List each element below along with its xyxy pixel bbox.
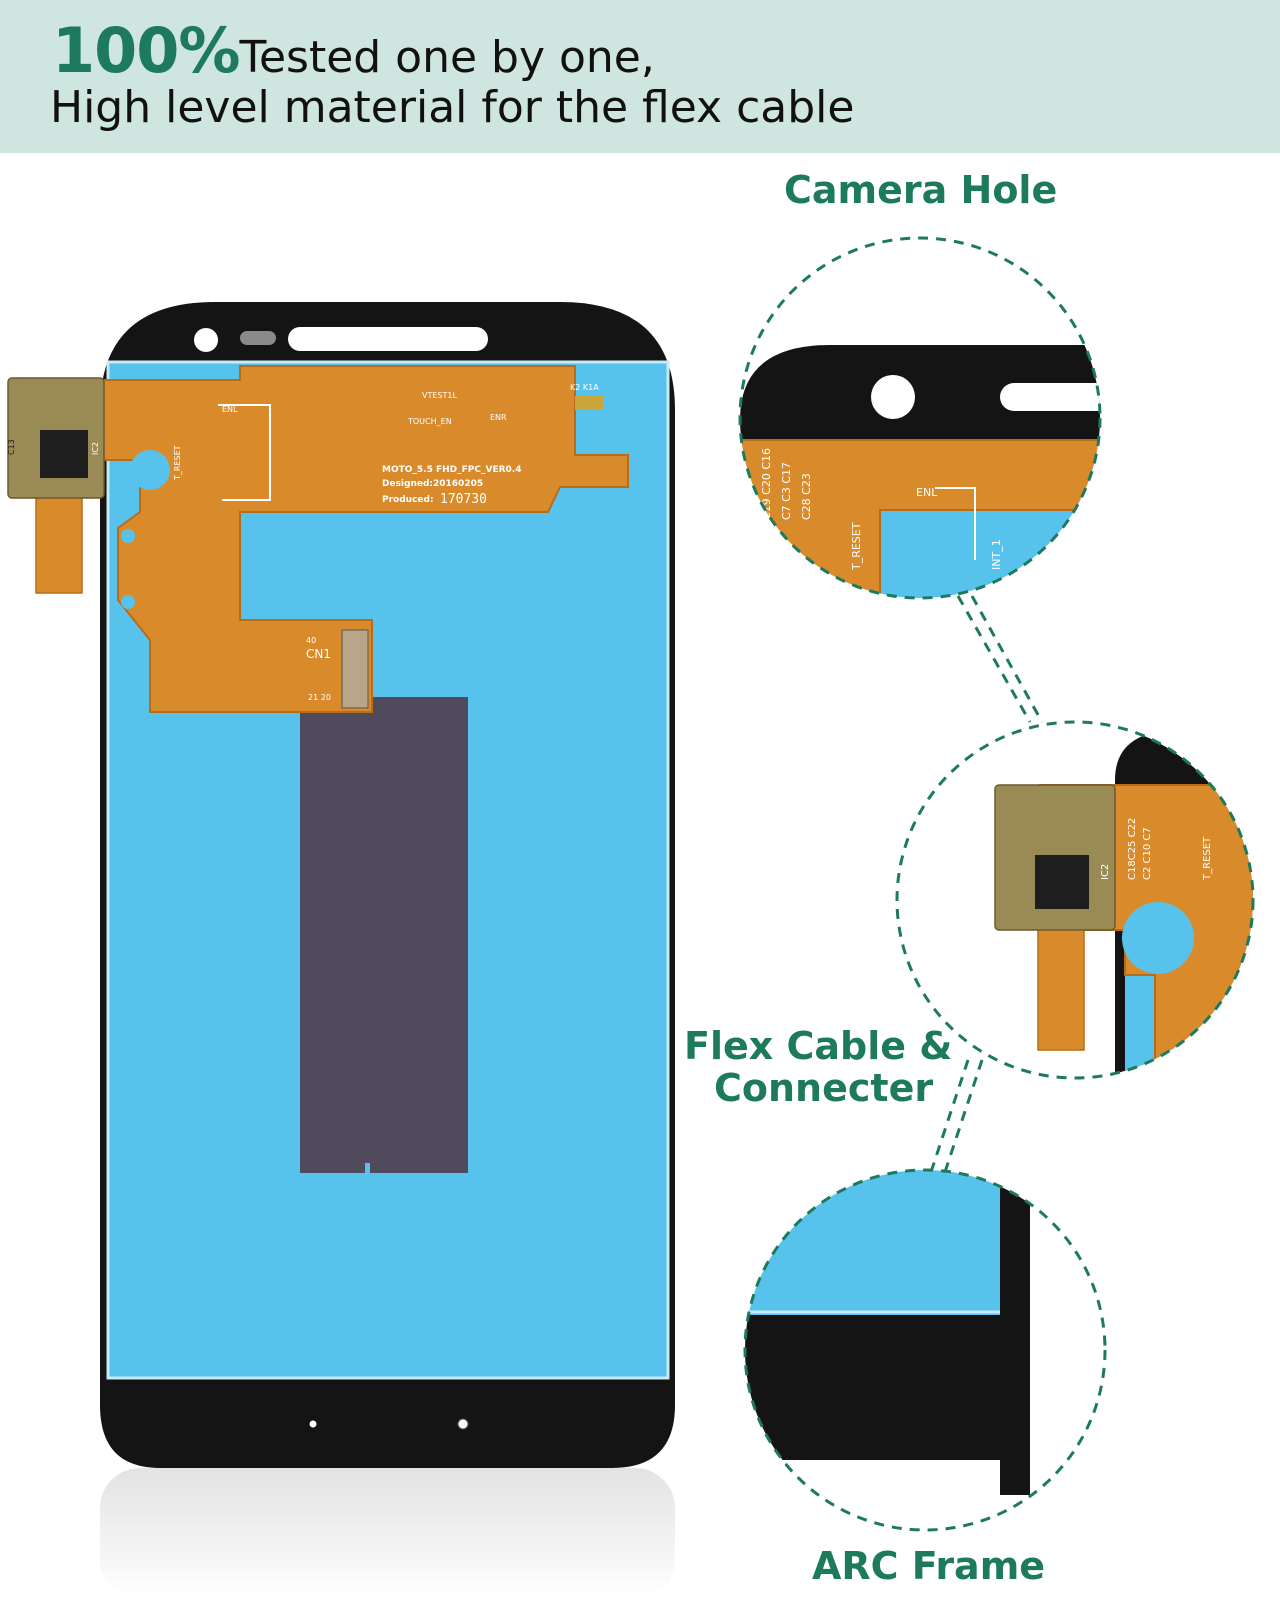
svg-text:C28 C23: C28 C23 — [800, 473, 813, 520]
lcd-assembly: MOTO_5.5 FHD_FPC_VER0.4 Designed:2016020… — [7, 302, 675, 1468]
banner-line1-text: Tested one by one, — [239, 32, 655, 83]
flex-produced-mark: 170730 — [440, 492, 487, 507]
sensor-slot-icon — [240, 331, 276, 345]
camera-hole-zoom: ENL C19 C20 C16 C7 C3 C17 C28 C23 T_RESE… — [738, 236, 1103, 600]
callout-camera-hole: Camera Hole — [784, 168, 1058, 212]
svg-text:C2 C10 C7: C2 C10 C7 — [1142, 827, 1153, 880]
earpiece-slot-icon — [288, 327, 488, 351]
flex-reset-label: T_RESET — [173, 445, 182, 481]
flex-ic2-label: IC2 — [91, 442, 100, 455]
flex-pin21-label: 21 20 — [308, 693, 331, 702]
callout-flex-line1: Flex Cable & — [684, 1024, 953, 1068]
svg-text:C18C25 C22: C18C25 C22 — [1127, 818, 1138, 880]
svg-text:INT_1: INT_1 — [990, 539, 1003, 570]
svg-text:ENL: ENL — [916, 486, 938, 499]
flex-c13-label: C13 — [7, 439, 16, 455]
camera-hole-icon — [194, 328, 218, 352]
flex-enl-label: ENL — [222, 405, 238, 414]
callout-flex-line2: Connecter — [714, 1066, 934, 1110]
flex-cable — [91, 365, 629, 713]
shield-plate — [300, 697, 468, 1173]
svg-text:C7 C3 C17: C7 C3 C17 — [780, 462, 793, 520]
flex-pin40-label: 40 — [306, 636, 316, 645]
cn1-connector — [341, 629, 369, 709]
flex-enr-label: ENR — [490, 413, 507, 422]
flex-k2k1a-label: K2 K1A — [570, 383, 599, 392]
sensor-dot-icon — [457, 1418, 469, 1430]
flex-produced-label: Produced: — [382, 495, 434, 505]
callout-arc-frame: ARC Frame — [812, 1544, 1046, 1588]
arc-frame-zoom — [743, 1168, 1107, 1532]
svg-text:C19 C20 C16: C19 C20 C16 — [760, 448, 773, 520]
svg-text:IC2: IC2 — [1100, 864, 1111, 880]
phone-reflection — [100, 1468, 675, 1600]
svg-text:T_RESET: T_RESET — [1202, 836, 1213, 881]
flex-cn1-label: CN1 — [306, 647, 331, 661]
banner-highlight: 100% — [52, 14, 241, 87]
ic-chip — [40, 430, 88, 478]
flex-touch-label: TOUCH_EN — [407, 417, 452, 426]
flex-model-label: MOTO_5.5 FHD_FPC_VER0.4 — [382, 465, 521, 475]
svg-text:VRF2: VRF2 — [1090, 502, 1103, 531]
flex-cable-zoom: C18C25 C22 C2 C10 C7 IC2 T_RESET — [895, 720, 1255, 1080]
flex-vtest-label: VTEST1L — [422, 391, 457, 400]
svg-text:T_RESET: T_RESET — [850, 522, 863, 571]
banner-line2-text: High level material for the flex cable — [50, 82, 855, 133]
header-banner: 100%Tested one by one, High level materi… — [0, 0, 1280, 153]
banner-headline: 100%Tested one by one, — [52, 14, 655, 87]
sensor-dot-icon — [309, 1420, 317, 1428]
flex-designed-label: Designed:20160205 — [382, 479, 483, 489]
